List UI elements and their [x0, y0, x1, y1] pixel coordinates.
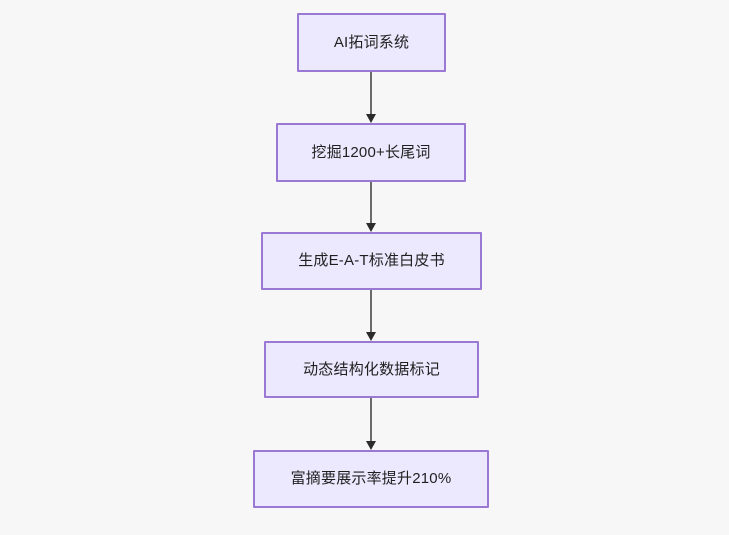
arrowhead-icon [366, 332, 376, 341]
flow-node-mine-longtail-keywords[interactable]: 挖掘1200+长尾词 [276, 123, 466, 182]
arrowhead-icon [366, 441, 376, 450]
arrowhead-icon [366, 223, 376, 232]
flow-node-label: 挖掘1200+长尾词 [311, 143, 431, 161]
flow-node-label: AI拓词系统 [333, 33, 410, 51]
edge-line [370, 72, 372, 114]
flow-node-ai-keyword-system[interactable]: AI拓词系统 [297, 13, 446, 72]
flow-node-label: 生成E-A-T标准白皮书 [298, 252, 445, 270]
flow-node-rich-snippet-rate-increase[interactable]: 富摘要展示率提升210% [253, 450, 489, 508]
flow-node-generate-eat-whitepaper[interactable]: 生成E-A-T标准白皮书 [261, 232, 482, 290]
edge-line [370, 290, 372, 332]
edge-line [370, 398, 372, 441]
flow-node-label: 动态结构化数据标记 [303, 360, 440, 378]
flow-node-dynamic-structured-data-markup[interactable]: 动态结构化数据标记 [264, 341, 479, 398]
arrowhead-icon [366, 114, 376, 123]
flow-node-label: 富摘要展示率提升210% [290, 470, 452, 488]
edge-line [370, 182, 372, 223]
